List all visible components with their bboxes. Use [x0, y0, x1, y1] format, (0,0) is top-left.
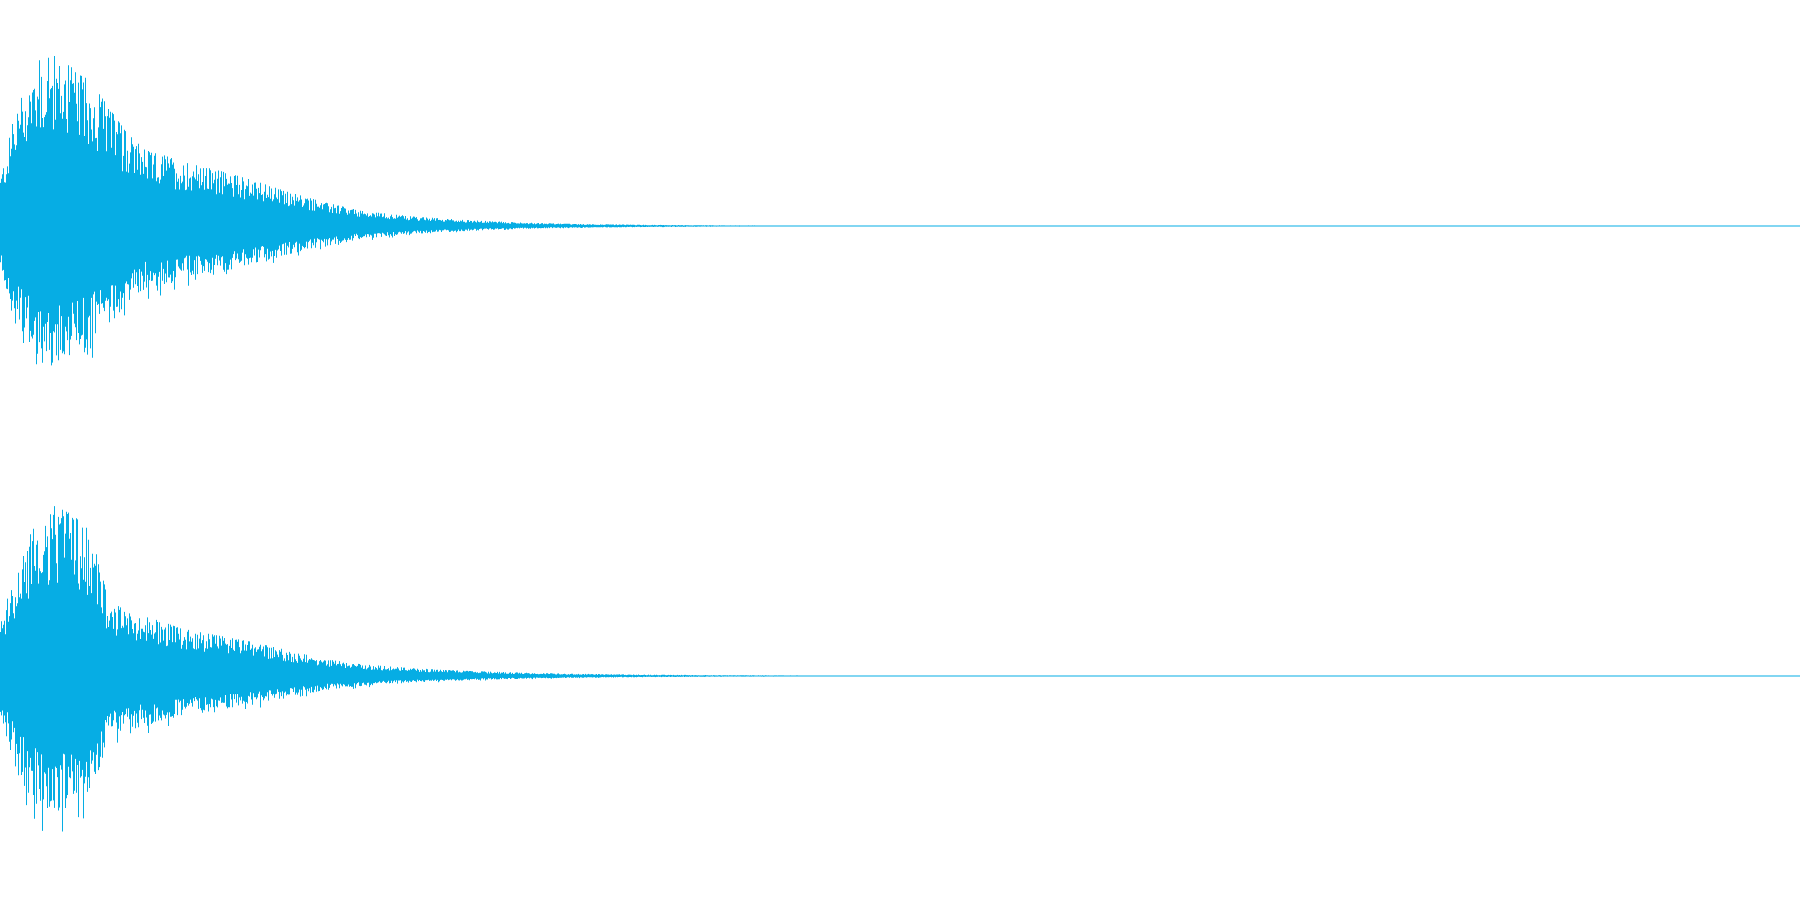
channel-1-waveform: [0, 56, 1800, 366]
channel-1-amplitude-path: [0, 56, 962, 366]
channel-2-waveform: [0, 506, 1800, 832]
channel-2-amplitude-path: [0, 506, 964, 832]
